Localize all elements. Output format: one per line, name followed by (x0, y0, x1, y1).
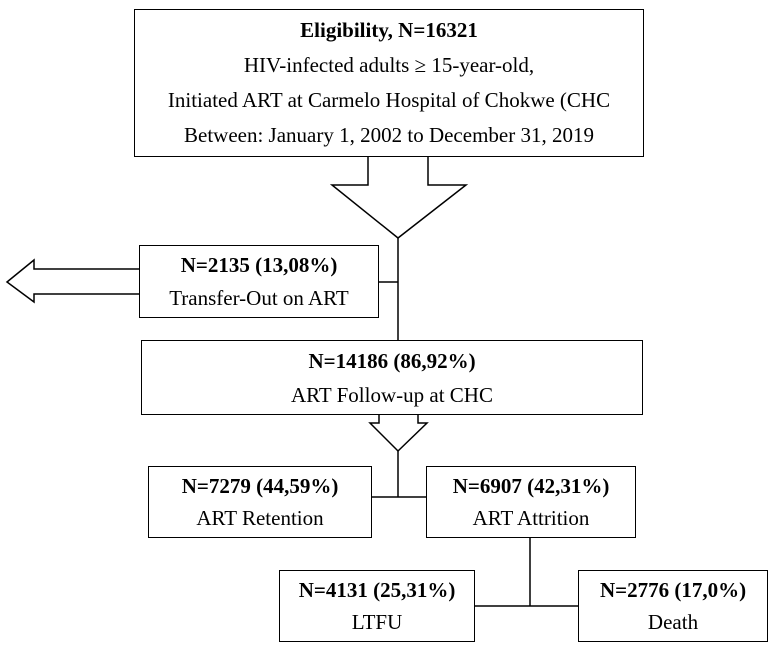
death-count: N=2776 (17,0%) (599, 578, 747, 602)
attrition-count: N=6907 (42,31%) (452, 474, 610, 498)
transfer-out-box: N=2135 (13,08%) Transfer-Out on ART (139, 245, 379, 318)
eligibility-criteria-period: Between: January 1, 2002 to December 31,… (184, 123, 594, 147)
eligibility-criteria-site: Initiated ART at Carmelo Hospital of Cho… (167, 88, 611, 112)
down-arrow-large (329, 157, 469, 239)
retention-count: N=7279 (44,59%) (181, 474, 339, 498)
eligibility-box: Eligibility, N=16321 HIV-infected adults… (134, 9, 644, 157)
retention-label: ART Retention (196, 506, 324, 530)
ltfu-label: LTFU (351, 610, 403, 634)
transfer-out-count: N=2135 (13,08%) (180, 252, 338, 277)
follow-up-box: N=14186 (86,92%) ART Follow-up at CHC (141, 340, 643, 415)
attrition-box: N=6907 (42,31%) ART Attrition (426, 466, 636, 538)
retention-box: N=7279 (44,59%) ART Retention (148, 466, 372, 538)
down-arrow-small (368, 415, 429, 453)
death-box: N=2776 (17,0%) Death (578, 570, 768, 642)
left-arrow (5, 258, 139, 304)
eligibility-title: Eligibility, N=16321 (300, 18, 478, 42)
follow-up-label: ART Follow-up at CHC (291, 382, 493, 407)
ltfu-count: N=4131 (25,31%) (298, 578, 456, 602)
attrition-label: ART Attrition (472, 506, 590, 530)
eligibility-criteria-age: HIV-infected adults ≥ 15-year-old, (243, 53, 535, 77)
transfer-out-label: Transfer-Out on ART (169, 285, 349, 310)
ltfu-box: N=4131 (25,31%) LTFU (279, 570, 475, 642)
death-label: Death (647, 610, 699, 634)
follow-up-count: N=14186 (86,92%) (308, 348, 476, 373)
